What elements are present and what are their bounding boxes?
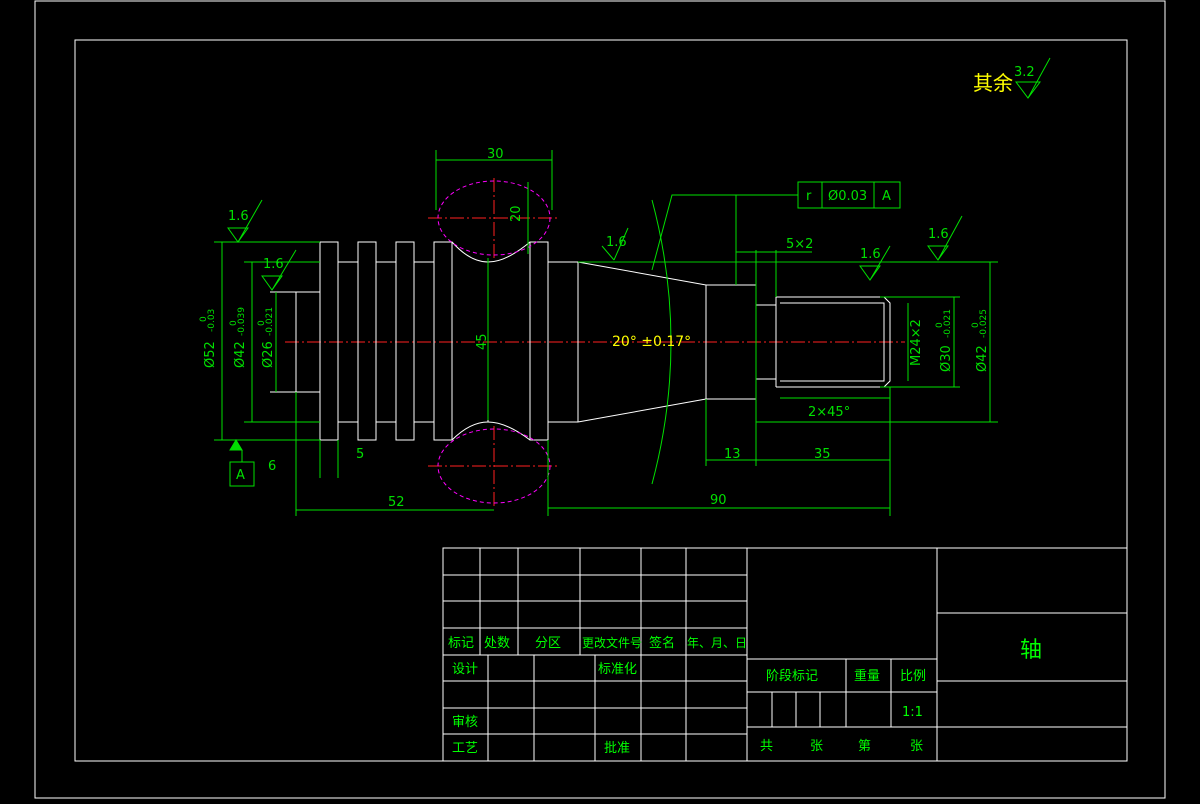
svg-text:1.6: 1.6: [263, 257, 284, 272]
groove-ellipse-top: [437, 180, 551, 256]
svg-text:-0.03: -0.03: [207, 309, 217, 332]
svg-text:0: 0: [971, 322, 981, 328]
svg-text:1.6: 1.6: [606, 235, 627, 250]
datum-a: A: [229, 439, 255, 487]
svg-text:-0.021: -0.021: [943, 309, 953, 338]
outer-border: [34, 0, 1166, 799]
svg-text:Ø0.03: Ø0.03: [828, 189, 867, 204]
svg-text:Ø26: Ø26: [261, 341, 276, 368]
svg-text:35: 35: [814, 447, 831, 462]
svg-text:共: 共: [760, 739, 773, 754]
shaft-outline: [270, 241, 891, 441]
svg-text:工艺: 工艺: [452, 741, 478, 756]
svg-text:Ø42: Ø42: [975, 345, 990, 372]
svg-text:45: 45: [475, 333, 490, 350]
rest-roughness-symbol: [1015, 57, 1051, 99]
svg-text:Ø30: Ø30: [939, 345, 954, 372]
svg-text:2×45°: 2×45°: [808, 405, 850, 420]
svg-text:5×2: 5×2: [786, 237, 813, 252]
dimension-texts: 30 20 45 Ø52 -0.03 0 Ø42 -0.039 0 Ø26 -0…: [199, 147, 990, 510]
svg-text:Ø42: Ø42: [233, 341, 248, 368]
svg-text:0: 0: [935, 322, 945, 328]
groove-ellipse-bottom: [437, 428, 551, 504]
svg-text:分区: 分区: [535, 636, 561, 651]
svg-text:-0.021: -0.021: [265, 307, 275, 336]
svg-text:20: 20: [509, 205, 524, 222]
svg-text:张: 张: [810, 739, 823, 754]
svg-text:比例: 比例: [900, 669, 926, 684]
title-block: 标记 处数 分区 更改文件号 签名 年、月、日 设计 标准化 审核 工艺 批准 …: [442, 547, 1128, 762]
svg-text:更改文件号: 更改文件号: [582, 635, 642, 650]
svg-text:设计: 设计: [452, 662, 478, 677]
svg-text:0: 0: [229, 320, 239, 326]
svg-text:-0.025: -0.025: [979, 309, 989, 338]
part-name: 轴: [1020, 638, 1042, 663]
roughness-symbols: 1.6 1.6 1.6 1.6 1.6: [227, 199, 963, 291]
svg-text:13: 13: [724, 447, 741, 462]
svg-text:90: 90: [710, 493, 727, 508]
svg-text:1.6: 1.6: [928, 227, 949, 242]
svg-text:批准: 批准: [604, 741, 630, 756]
svg-text:年、月、日: 年、月、日: [687, 636, 747, 650]
svg-text:A: A: [236, 468, 245, 483]
rest-roughness-label: 其余: [973, 71, 1013, 95]
svg-text:A: A: [882, 189, 891, 204]
svg-text:1.6: 1.6: [860, 247, 881, 262]
svg-text:标记: 标记: [448, 636, 474, 651]
svg-text:Ø52: Ø52: [203, 341, 218, 368]
svg-text:20° ±0.17°: 20° ±0.17°: [612, 334, 691, 350]
dimension-lines: [214, 150, 998, 516]
svg-text:1:1: 1:1: [902, 705, 923, 720]
tolerance-frame: r Ø0.03 A: [651, 181, 901, 285]
rest-roughness-value: 3.2: [1014, 65, 1035, 80]
svg-text:阶段标记: 阶段标记: [766, 669, 818, 684]
svg-text:r: r: [806, 189, 812, 204]
svg-text:30: 30: [487, 147, 504, 162]
svg-text:第: 第: [858, 739, 871, 754]
svg-text:-0.039: -0.039: [237, 307, 247, 336]
svg-text:5: 5: [356, 447, 364, 462]
svg-text:0: 0: [257, 320, 267, 326]
svg-text:52: 52: [388, 495, 405, 510]
svg-text:6: 6: [268, 459, 276, 474]
svg-text:审核: 审核: [452, 715, 478, 730]
svg-text:0: 0: [199, 316, 209, 322]
svg-text:标准化: 标准化: [598, 662, 637, 677]
svg-text:1.6: 1.6: [228, 209, 249, 224]
svg-text:签名: 签名: [649, 635, 675, 651]
svg-text:M24×2: M24×2: [909, 319, 924, 366]
svg-text:张: 张: [910, 739, 923, 754]
svg-text:处数: 处数: [484, 636, 510, 651]
inner-border: [74, 39, 1128, 762]
svg-text:重量: 重量: [854, 668, 880, 684]
